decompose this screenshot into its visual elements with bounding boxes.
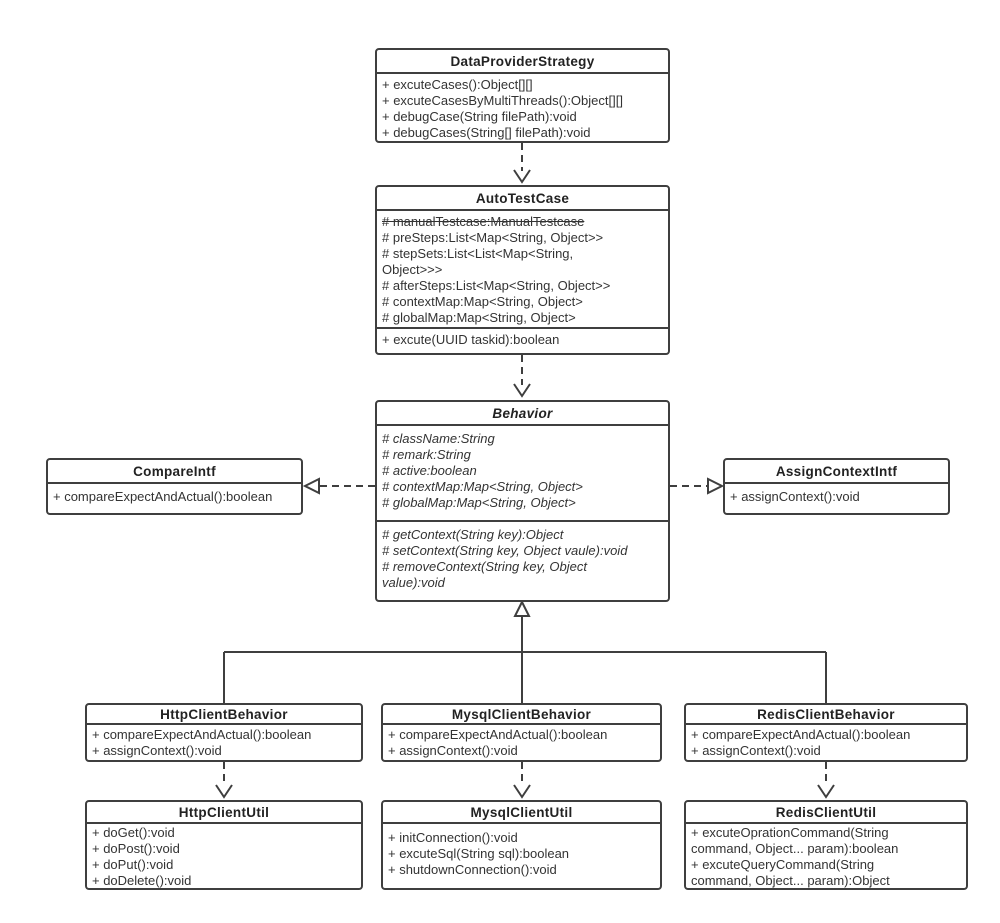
member-row: + assignContext():void: [92, 743, 222, 758]
class-name: MysqlClientUtil: [383, 802, 660, 824]
member-row: # remark:String: [382, 447, 471, 462]
member-row: + excute(UUID taskid):boolean: [382, 332, 560, 347]
member-row: + shutdownConnection():void: [388, 862, 557, 877]
methods-compartment: + compareExpectAndActual():boolean+ assi…: [686, 725, 966, 760]
class-box-httpclientbehavior[interactable]: HttpClientBehavior + compareExpectAndAct…: [85, 703, 363, 762]
member-row: + compareExpectAndActual():boolean: [388, 727, 608, 742]
member-row: # globalMap:Map<String, Object>: [382, 310, 576, 325]
open-arrowhead-icon: [817, 784, 835, 799]
member-row: # preSteps:List<Map<String, Object>>: [382, 230, 604, 245]
class-name: RedisClientBehavior: [686, 705, 966, 725]
class-box-dataproviderstrategy[interactable]: DataProviderStrategy + excuteCases():Obj…: [375, 48, 670, 143]
class-name: HttpClientBehavior: [87, 705, 361, 725]
member-row: + compareExpectAndActual():boolean: [53, 489, 273, 504]
class-box-mysqlclientbehavior[interactable]: MysqlClientBehavior + compareExpectAndAc…: [381, 703, 662, 762]
open-arrowhead-icon: [513, 784, 531, 799]
class-box-compareintf[interactable]: CompareIntf + compareExpectAndActual():b…: [46, 458, 303, 515]
member-row: # setContext(String key, Object vaule):v…: [382, 543, 628, 558]
member-row: # className:String: [382, 431, 495, 446]
member-row: + debugCase(String filePath):void: [382, 109, 577, 124]
open-arrowhead-icon: [513, 169, 531, 184]
class-box-mysqlclientutil[interactable]: MysqlClientUtil + initConnection():void+…: [381, 800, 662, 890]
class-box-assigncontextintf[interactable]: AssignContextIntf + assignContext():void: [723, 458, 950, 515]
methods-compartment: + assignContext():void: [725, 484, 948, 513]
methods-compartment: + compareExpectAndActual():boolean+ assi…: [383, 725, 660, 760]
methods-compartment: # getContext(String key):Object# setCont…: [377, 522, 668, 600]
class-name: CompareIntf: [48, 460, 301, 484]
member-row: # getContext(String key):Object: [382, 527, 564, 542]
member-row: + compareExpectAndActual():boolean: [92, 727, 312, 742]
member-row: # manualTestcase:ManualTestcase: [382, 214, 585, 229]
class-box-redisclientbehavior[interactable]: RedisClientBehavior + compareExpectAndAc…: [684, 703, 968, 762]
member-row: # afterSteps:List<Map<String, Object>>: [382, 278, 611, 293]
member-row: + excuteCases():Object[][]: [382, 77, 533, 92]
class-box-httpclientutil[interactable]: HttpClientUtil + doGet():void+ doPost():…: [85, 800, 363, 890]
class-box-autotestcase[interactable]: AutoTestCase # manualTestcase:ManualTest…: [375, 185, 670, 355]
member-row: # contextMap:Map<String, Object>: [382, 294, 583, 309]
class-box-redisclientutil[interactable]: RedisClientUtil + excuteOprationCommand(…: [684, 800, 968, 890]
member-row: + doPut():void: [92, 857, 174, 872]
member-row: + doDelete():void: [92, 873, 192, 888]
attributes-compartment: # className:String# remark:String# activ…: [377, 426, 668, 522]
hollow-triangle-icon: [302, 477, 320, 495]
open-arrowhead-icon: [215, 784, 233, 799]
open-arrowhead-icon: [513, 383, 531, 398]
methods-compartment: + initConnection():void+ excuteSql(Strin…: [383, 824, 660, 888]
methods-compartment: + excute(UUID taskid):boolean: [377, 329, 668, 353]
member-row: + assignContext():void: [388, 743, 518, 758]
member-row: + assignContext():void: [691, 743, 821, 758]
member-row: + excuteCasesByMultiThreads():Object[][]: [382, 93, 623, 108]
member-row: # globalMap:Map<String, Object>: [382, 495, 576, 510]
attributes-compartment: # manualTestcase:ManualTestcase# preStep…: [377, 211, 668, 329]
member-row: + excuteSql(String sql):boolean: [388, 846, 570, 861]
class-name: HttpClientUtil: [87, 802, 361, 824]
hollow-triangle-icon: [513, 599, 531, 617]
hollow-triangle-icon: [707, 477, 725, 495]
member-row: # active:boolean: [382, 463, 477, 478]
class-box-behavior[interactable]: Behavior # className:String# remark:Stri…: [375, 400, 670, 602]
class-name: AssignContextIntf: [725, 460, 948, 484]
class-name: Behavior: [377, 402, 668, 426]
class-name: RedisClientUtil: [686, 802, 966, 824]
member-row: # stepSets:List<List<Map<String,Object>>…: [382, 246, 574, 277]
class-name: DataProviderStrategy: [377, 50, 668, 74]
class-name: AutoTestCase: [377, 187, 668, 211]
methods-compartment: + excuteCases():Object[][]+ excuteCasesB…: [377, 74, 668, 141]
methods-compartment: + doGet():void+ doPost():void+ doPut():v…: [87, 824, 361, 888]
member-row: + doPost():void: [92, 841, 180, 856]
methods-compartment: + compareExpectAndActual():boolean: [48, 484, 301, 513]
member-row: + initConnection():void: [388, 830, 518, 845]
class-name: MysqlClientBehavior: [383, 705, 660, 725]
member-row: + compareExpectAndActual():boolean: [691, 727, 911, 742]
member-row: # contextMap:Map<String, Object>: [382, 479, 583, 494]
member-row: + debugCases(String[] filePath):void: [382, 125, 591, 140]
member-row: + doGet():void: [92, 825, 175, 840]
methods-compartment: + compareExpectAndActual():boolean+ assi…: [87, 725, 361, 760]
member-row: + assignContext():void: [730, 489, 860, 504]
